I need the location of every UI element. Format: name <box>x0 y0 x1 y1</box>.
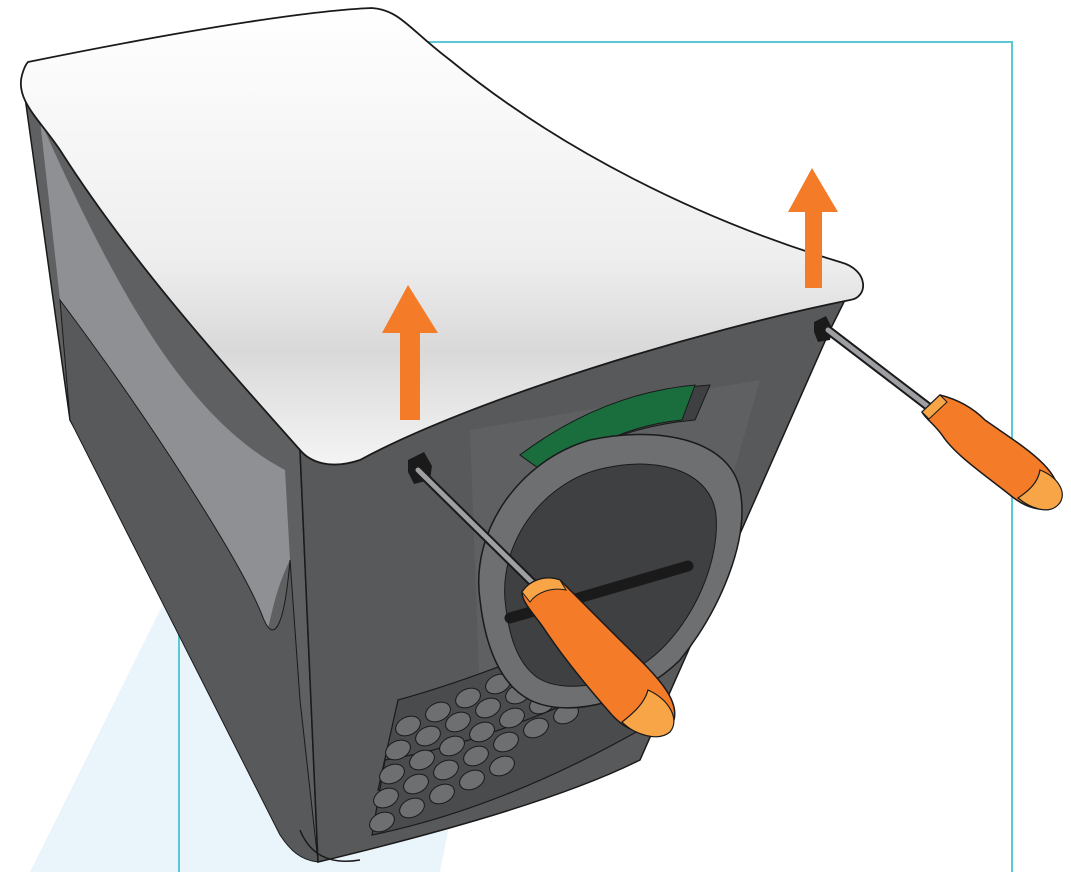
vent-hole <box>403 773 429 795</box>
vent-hole <box>425 701 451 723</box>
screwdriver-tip <box>1016 469 1063 511</box>
vent-hole <box>463 745 489 767</box>
vent-hole <box>385 739 411 761</box>
vent-hole <box>433 759 459 781</box>
vent-hole <box>459 769 485 791</box>
vent-hole <box>475 697 501 719</box>
screwdriver-tip <box>621 689 675 738</box>
top-cover <box>19 7 865 466</box>
left-face-panel <box>59 298 319 863</box>
vent-hole <box>373 787 399 809</box>
screw-slot-right <box>814 316 832 342</box>
vent-hole <box>489 755 515 777</box>
vent-hole <box>493 731 519 753</box>
vent-hole <box>415 725 441 747</box>
vent-hole <box>439 735 465 757</box>
vent-hole <box>429 783 455 805</box>
vent-hole <box>523 717 549 739</box>
bottom-edge <box>299 829 361 862</box>
vent-hole <box>499 707 525 729</box>
vent-hole <box>409 749 435 771</box>
screwdriver-icon-left <box>413 465 676 738</box>
vent-hole <box>369 811 395 833</box>
vent-hole <box>395 715 421 737</box>
lift-arrow-icon <box>382 285 438 420</box>
lift-arrow-icon-right <box>788 168 838 288</box>
vent-hole <box>445 711 471 733</box>
screwdriver-icon-right <box>823 325 1063 511</box>
vent-hole <box>455 687 481 709</box>
vent-hole <box>469 721 495 743</box>
left-face-highlight <box>40 120 290 633</box>
vent-hole <box>399 797 425 819</box>
vent-hole <box>379 763 405 785</box>
